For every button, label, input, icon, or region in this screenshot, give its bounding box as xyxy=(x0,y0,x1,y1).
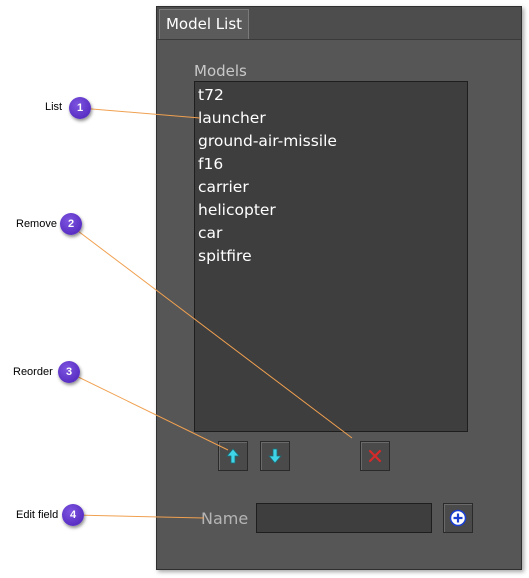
callout-badge-1: 1 xyxy=(69,97,91,119)
plus-circle-icon xyxy=(449,509,467,527)
list-item[interactable]: car xyxy=(198,224,223,242)
list-item[interactable]: helicopter xyxy=(198,201,276,219)
name-input[interactable] xyxy=(256,503,432,533)
callout-badge-4: 4 xyxy=(62,504,84,526)
callout-label-list: List xyxy=(45,101,63,113)
x-icon xyxy=(368,449,382,463)
list-item[interactable]: f16 xyxy=(198,155,224,173)
model-list-panel: Model List Models t72 launcher ground-air-… xyxy=(156,6,522,570)
list-item[interactable]: launcher xyxy=(198,109,266,127)
callout-label-remove: Remove xyxy=(16,218,57,230)
models-listbox[interactable]: t72 launcher ground-air-missile f16 carrier h… xyxy=(194,81,468,432)
callout-badge-3: 3 xyxy=(58,361,80,383)
list-item[interactable]: t72 xyxy=(198,86,224,104)
list-item[interactable]: carrier xyxy=(198,178,249,196)
list-item[interactable]: spitfire xyxy=(198,247,252,265)
add-button[interactable] xyxy=(443,503,473,533)
tab-strip: Model List xyxy=(157,7,521,40)
arrow-up-icon xyxy=(226,448,240,464)
remove-button[interactable] xyxy=(360,441,390,471)
models-label: Models xyxy=(194,62,247,80)
tab-model-list[interactable]: Model List xyxy=(159,9,249,39)
move-up-button[interactable] xyxy=(218,441,248,471)
name-label: Name xyxy=(201,509,249,528)
list-item[interactable]: ground-air-missile xyxy=(198,132,337,150)
callout-label-reorder: Reorder xyxy=(13,366,53,378)
callout-badge-2: 2 xyxy=(60,213,82,235)
callout-label-edit-field: Edit field xyxy=(16,509,59,521)
arrow-down-icon xyxy=(268,448,282,464)
move-down-button[interactable] xyxy=(260,441,290,471)
